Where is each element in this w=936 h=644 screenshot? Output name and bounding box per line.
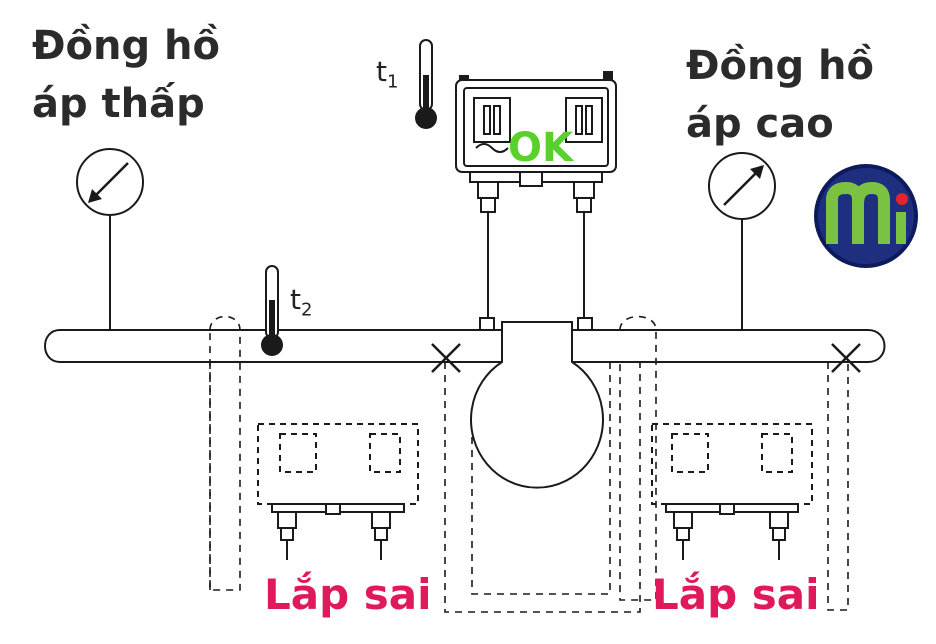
compressor: [470, 321, 604, 489]
cross-mark-right-icon: [831, 343, 861, 373]
high-gauge-title: Đồng hồ áp cao: [686, 43, 874, 147]
thermometer-1-icon: [415, 39, 437, 129]
pressure-switch-correct-icon: [455, 71, 617, 213]
pressure-switch-wrong-left-icon: [257, 423, 419, 560]
discharge-pipe: [572, 329, 886, 363]
low-gauge-title: Đồng hồ áp thấp: [32, 23, 220, 127]
thermometer-2-label: t2: [290, 283, 313, 321]
pressure-switch-wrong-right-icon: [651, 423, 813, 560]
thermometer-2-icon: [261, 265, 283, 356]
low-pressure-gauge-icon: [76, 148, 144, 216]
thermometer-1-label: t1: [376, 55, 399, 93]
wrong-mount-left-label: Lắp sai: [264, 570, 432, 619]
ok-label: OK: [508, 125, 573, 171]
cross-mark-left-icon: [431, 343, 461, 373]
wrong-mount-right-label: Lắp sai: [652, 570, 820, 619]
suction-pipe: [44, 329, 502, 363]
brand-logo-icon: [814, 164, 918, 268]
high-pressure-gauge-icon: [708, 152, 776, 220]
